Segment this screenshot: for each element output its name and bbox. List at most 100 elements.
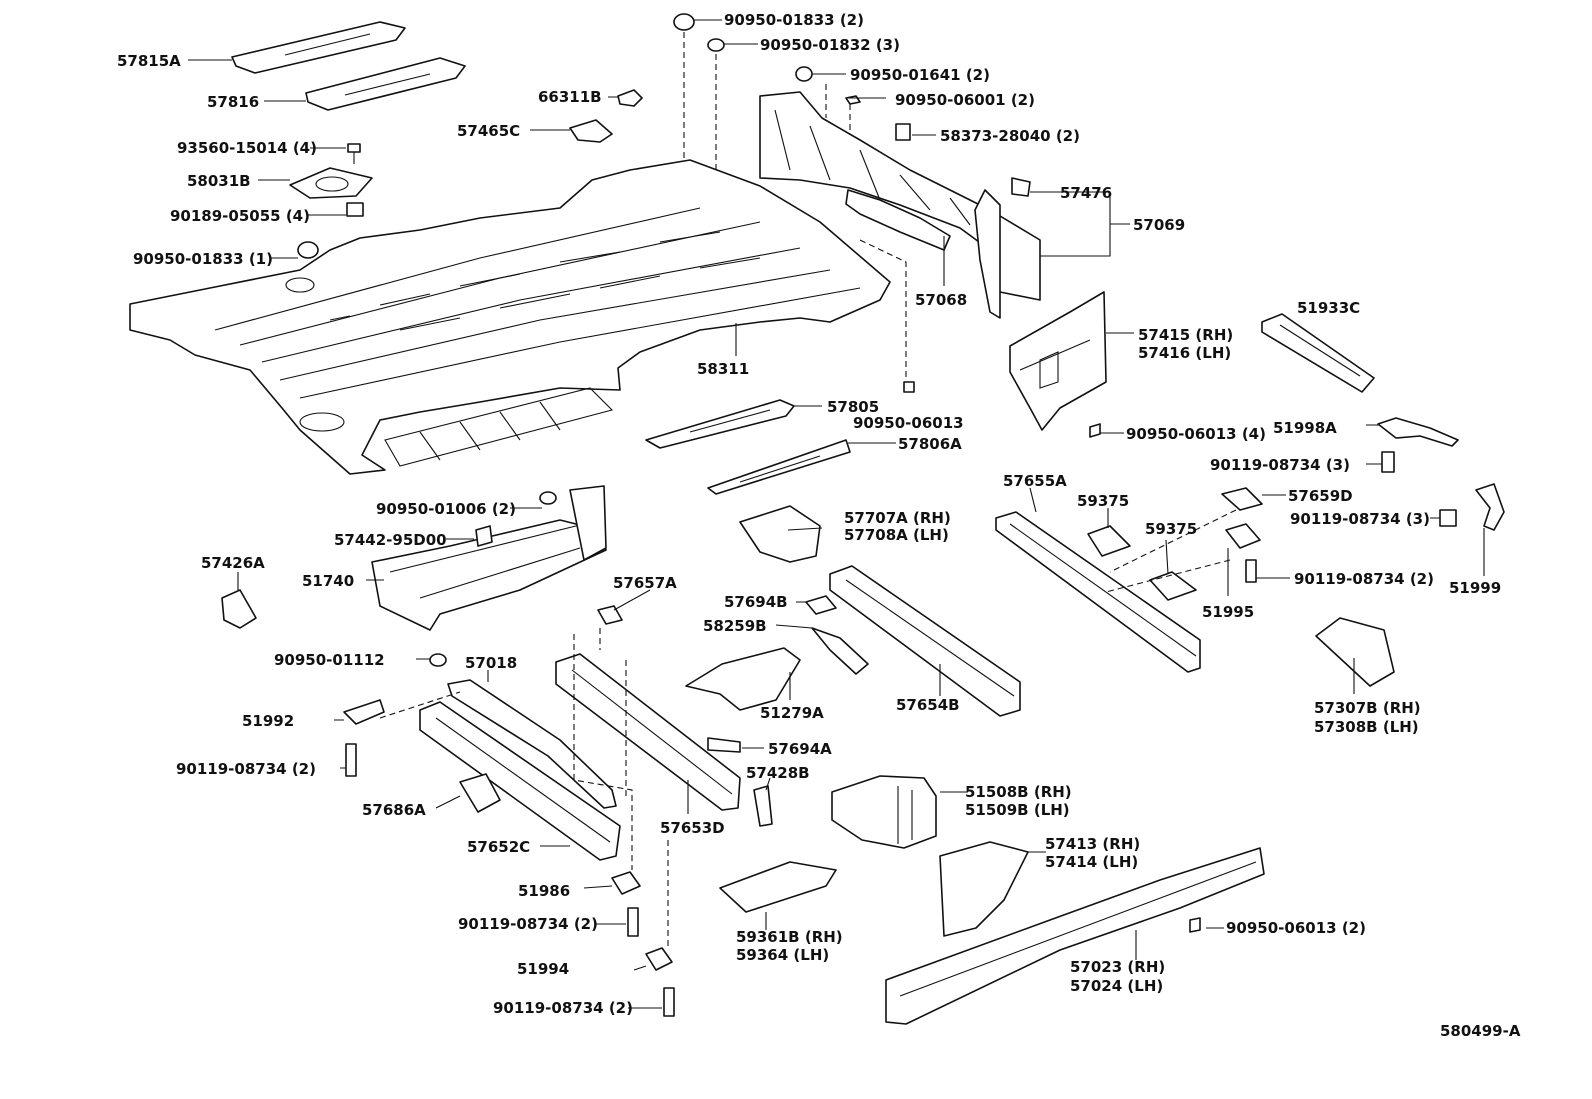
- part-label: 90119-08734 (2): [176, 760, 316, 778]
- brace-57806a: [707, 439, 851, 495]
- part-label: 57816: [207, 93, 259, 111]
- bracket-57686a: [459, 773, 501, 813]
- part-label: 57024 (LH): [1070, 977, 1163, 995]
- part-label: 51999: [1449, 579, 1501, 597]
- part-label: 90119-08734 (2): [458, 915, 598, 933]
- part-label: 90189-05055 (4): [170, 207, 310, 225]
- plug-66311b-icon: [617, 89, 643, 107]
- part-label: 51995: [1202, 603, 1254, 621]
- part-label: 57307B (RH): [1314, 699, 1421, 717]
- plug-90950-01833-icon: [297, 13, 911, 259]
- part-label: 57657A: [613, 574, 677, 592]
- part-label: 57805: [827, 398, 879, 416]
- rail-57655a: [995, 511, 1201, 673]
- part-label: 59375: [1145, 520, 1197, 538]
- reinforcement-51933c: [1261, 313, 1375, 393]
- extension-57307b: [1315, 617, 1395, 687]
- part-label: 57655A: [1003, 472, 1067, 490]
- part-label: 59375: [1077, 492, 1129, 510]
- brace-57805: [645, 399, 795, 449]
- bracket-51999: [1475, 483, 1505, 531]
- part-label: 57308B (LH): [1314, 718, 1419, 736]
- part-label: 57018: [465, 654, 517, 672]
- part-label: 57654B: [896, 696, 960, 714]
- part-label: 57069: [1133, 216, 1185, 234]
- part-label: 57686A: [362, 801, 426, 819]
- part-label: 57707A (RH): [844, 509, 951, 527]
- part-label: 90119-08734 (3): [1290, 510, 1430, 528]
- member-57023: [885, 847, 1265, 1025]
- part-label: 58031B: [187, 172, 251, 190]
- part-label: 58259B: [703, 617, 767, 635]
- part-label: 51994: [517, 960, 569, 978]
- plate-57694a: [707, 737, 741, 753]
- part-label: 59361B (RH): [736, 928, 843, 946]
- floor-pan-58311: [129, 159, 891, 475]
- part-label: 57023 (RH): [1070, 958, 1165, 976]
- part-label: 51508B (RH): [965, 783, 1072, 801]
- part-label: 57659D: [1288, 487, 1353, 505]
- member-57069: [759, 91, 1041, 319]
- bracket-51998a: [1377, 417, 1459, 447]
- bracket-57657a: [597, 605, 623, 625]
- rail-57654b: [829, 565, 1021, 717]
- part-label: 57815A: [117, 52, 181, 70]
- bracket-51279a: [685, 647, 801, 711]
- part-label: 90950-06013 (4): [1126, 425, 1266, 443]
- part-label: 57068: [915, 291, 967, 309]
- part-label: 90950-01833 (1): [133, 250, 273, 268]
- part-label: 93560-15014 (4): [177, 139, 317, 157]
- bracket-58259b: [811, 627, 869, 675]
- part-label: 57652C: [467, 838, 530, 856]
- member-57653d: [555, 653, 741, 811]
- plate-57816: [305, 57, 466, 111]
- part-label: 57442-95D00: [334, 531, 447, 549]
- part-label: 51279A: [760, 704, 824, 722]
- part-label: 57476: [1060, 184, 1112, 202]
- box-57707a: [739, 505, 821, 563]
- part-label: 90950-01641 (2): [850, 66, 990, 84]
- clip-90950-06013-icon: [903, 381, 1201, 933]
- part-label: 90950-06001 (2): [895, 91, 1035, 109]
- part-label: 58311: [697, 360, 749, 378]
- part-label: 90119-08734 (2): [493, 999, 633, 1017]
- part-label: 90119-08734 (2): [1294, 570, 1434, 588]
- part-label: 51998A: [1273, 419, 1337, 437]
- part-label: 57414 (LH): [1045, 853, 1138, 871]
- part-label: 57413 (RH): [1045, 835, 1140, 853]
- bracket-59375: [1087, 525, 1197, 601]
- clip-57442-icon: [475, 491, 557, 547]
- part-label: 90950-01006 (2): [376, 500, 516, 518]
- bracket-51986: [611, 871, 641, 895]
- bracket-57426a: [221, 589, 257, 629]
- part-label: 90119-08734 (3): [1210, 456, 1350, 474]
- member-57652c: [419, 701, 621, 861]
- box-51508b: [831, 775, 937, 849]
- dashed-guide-lines: [379, 32, 1237, 950]
- part-label: 51509B (LH): [965, 801, 1070, 819]
- part-label: 57415 (RH): [1138, 326, 1233, 344]
- nut-90189-icon: [346, 202, 364, 217]
- part-label: 57694B: [724, 593, 788, 611]
- part-label: 57708A (LH): [844, 526, 949, 544]
- bracket-57659d: [1221, 487, 1263, 511]
- plate-57815a: [231, 21, 406, 74]
- bolt-90119-icon: [345, 451, 1457, 1017]
- part-label: 59364 (LH): [736, 946, 829, 964]
- leader-lines: [188, 19, 1485, 1009]
- part-label: 57426A: [201, 554, 265, 572]
- diagram-id: 580499-A: [1440, 1022, 1521, 1040]
- part-labels: 90950-01833 (2) 90950-01832 (3) 57815A 5…: [117, 11, 1521, 1040]
- bolt-93560-icon: [347, 143, 361, 164]
- part-label: 57428B: [746, 764, 810, 782]
- member-51740: [371, 485, 607, 631]
- part-label: 57806A: [898, 435, 962, 453]
- plate-58031b: [289, 167, 373, 199]
- plate-57694b: [805, 595, 837, 615]
- part-label: 57653D: [660, 819, 725, 837]
- part-label: 51933C: [1297, 299, 1360, 317]
- part-label: 90950-01112: [274, 651, 385, 669]
- bracket-51994: [645, 947, 673, 971]
- part-label: 90950-06013 (2): [1226, 919, 1366, 937]
